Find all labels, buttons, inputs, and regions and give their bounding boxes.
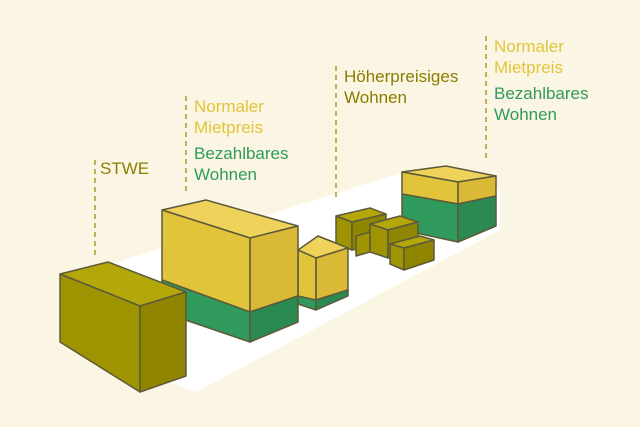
label-block4-bezahlbar-line2: Wohnen <box>494 105 558 124</box>
label-block2-normaler-line2: Mietpreis <box>194 118 263 137</box>
block-2 <box>161 199 299 343</box>
label-block2-bezahlbar-line2: Wohnen <box>194 165 258 184</box>
label-block3-line1: Höherpreisiges <box>344 67 459 86</box>
label-block2-bezahlbar-line1: Bezahlbares <box>194 144 289 163</box>
label-block4-normaler-line1: Normaler <box>494 37 564 56</box>
block-2b <box>297 235 349 311</box>
label-block4-bezahlbar-line1: Bezahlbares <box>494 84 589 103</box>
label-block3-line2: Wohnen <box>344 88 408 107</box>
label-block2-normaler-line1: Normaler <box>194 97 264 116</box>
block-1 <box>59 261 187 393</box>
block-3 <box>335 207 435 271</box>
label-stwe: STWE <box>100 159 150 178</box>
label-block4-normaler-line2: Mietpreis <box>494 58 563 77</box>
